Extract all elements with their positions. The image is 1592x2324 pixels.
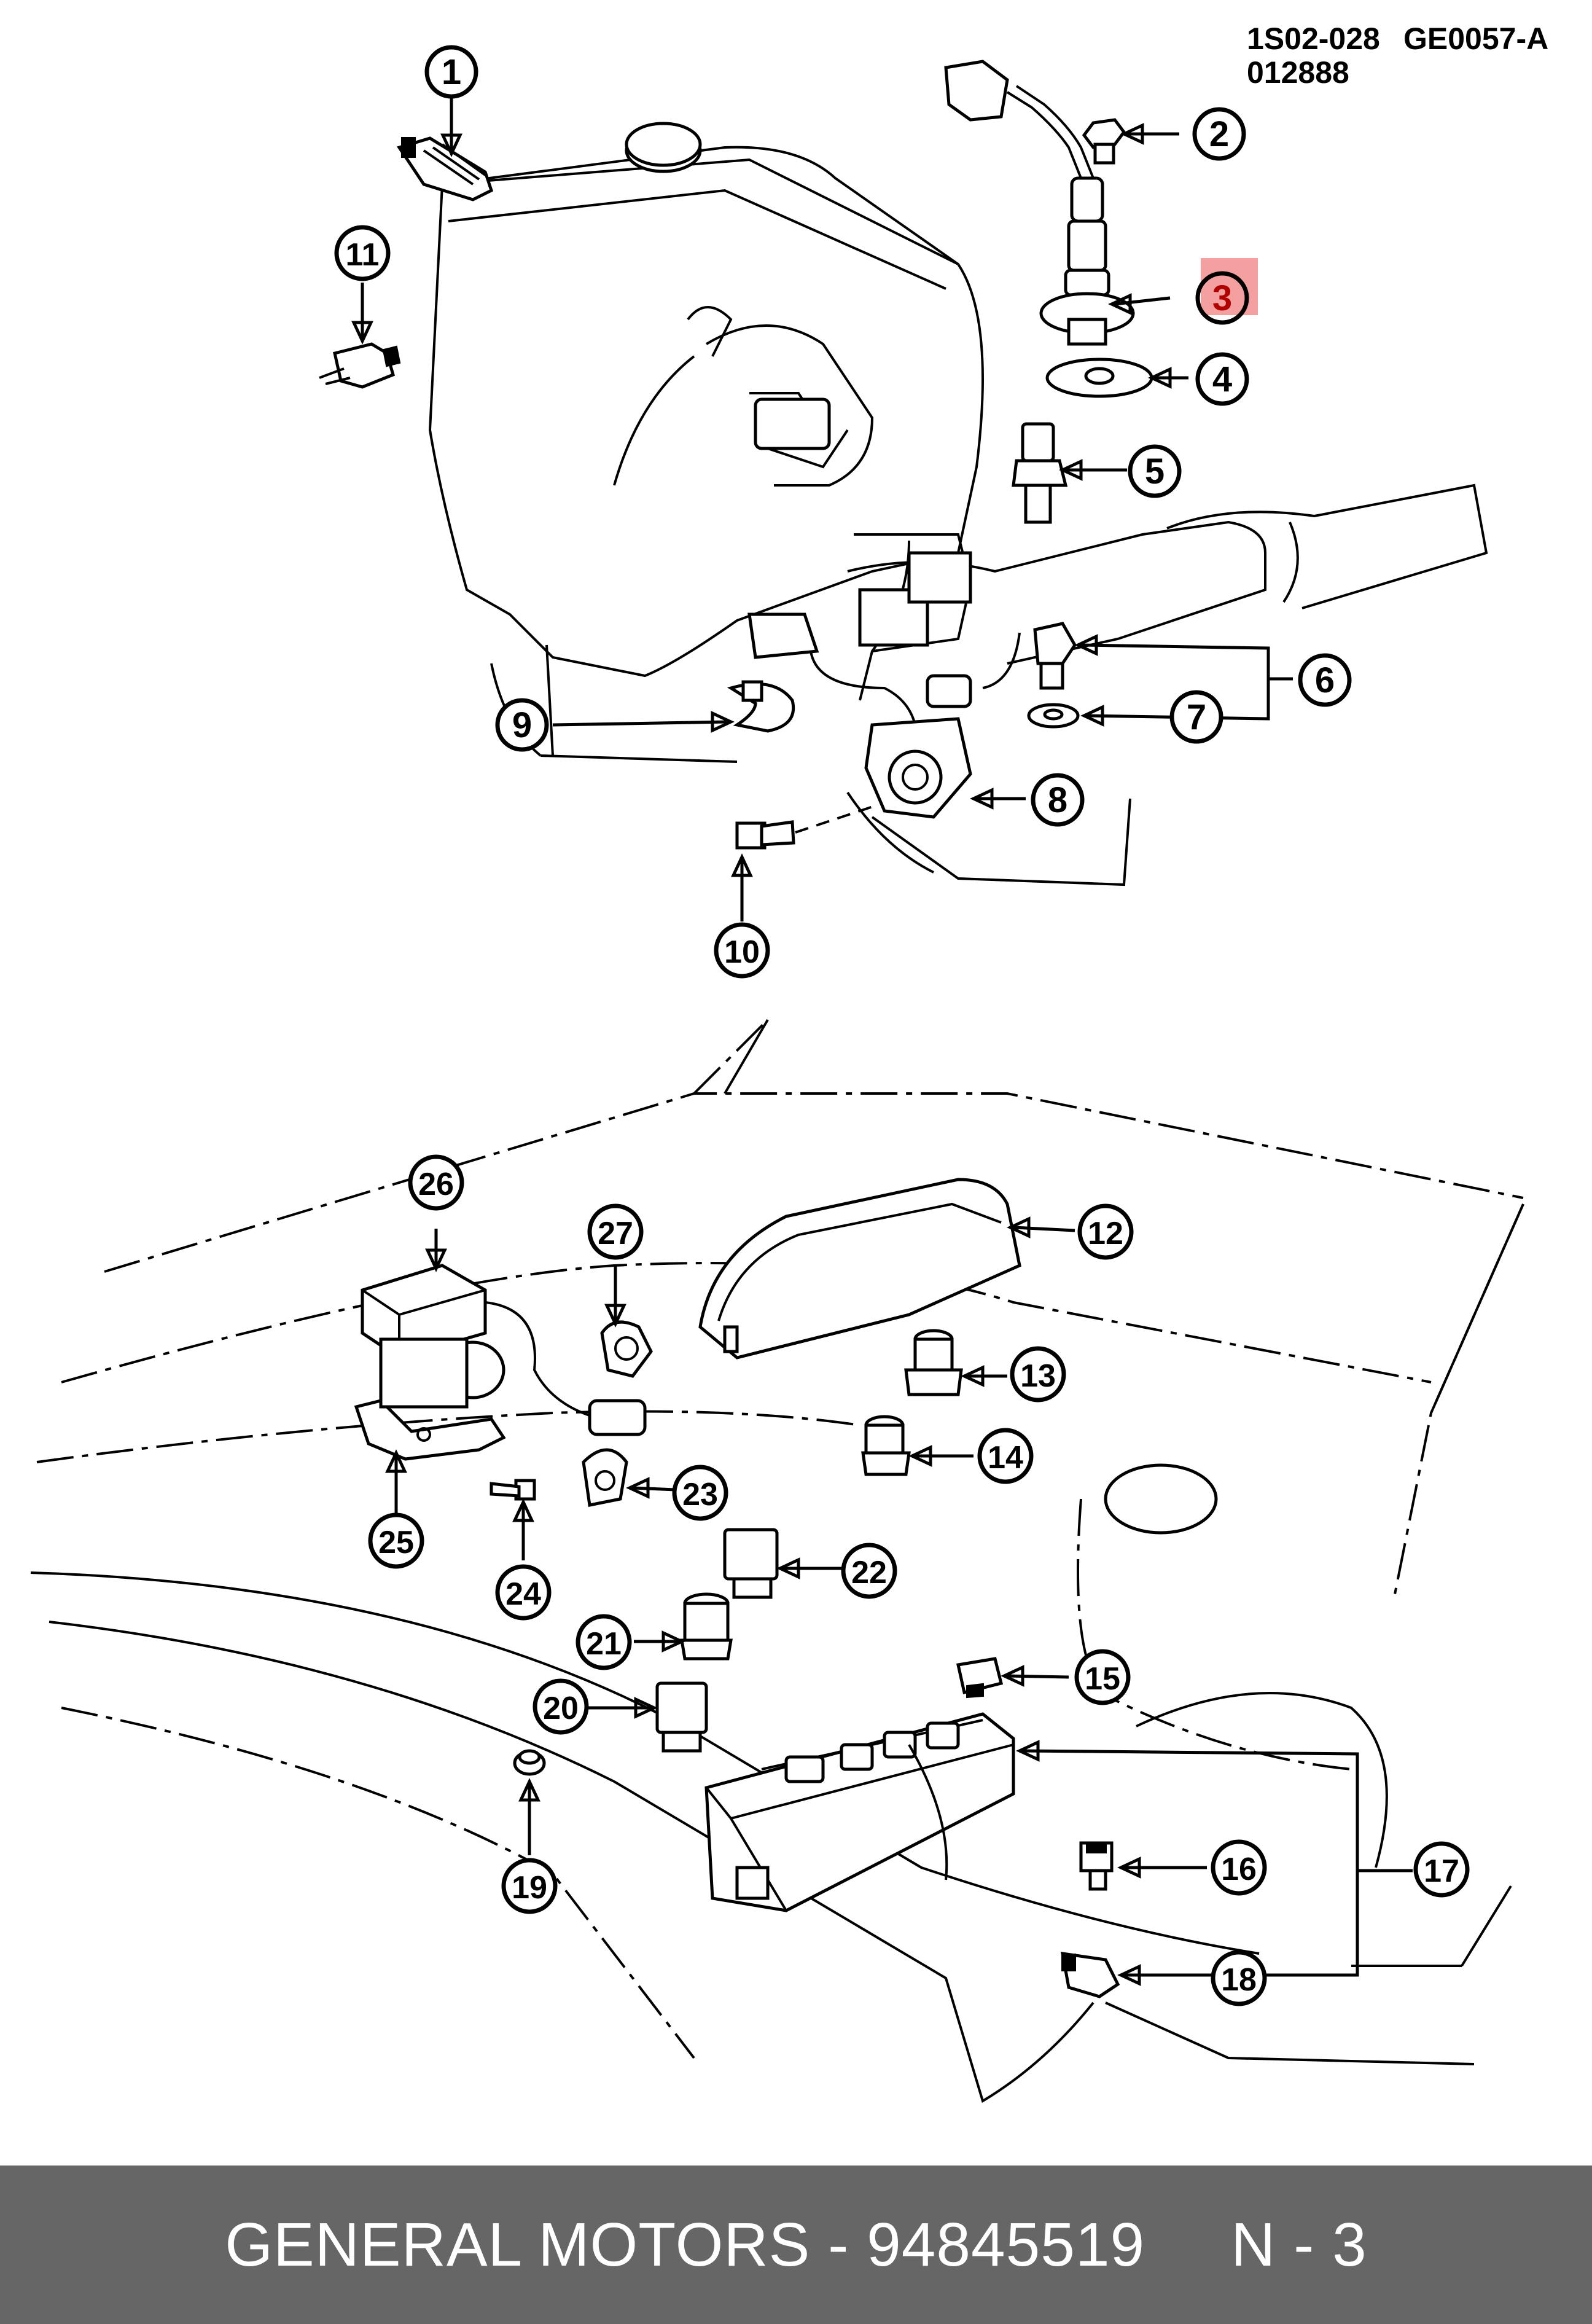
svg-text:21: 21 bbox=[586, 1626, 622, 1662]
part-21-relay bbox=[680, 1592, 733, 1661]
svg-text:6: 6 bbox=[1315, 660, 1335, 700]
part-8-sensor bbox=[747, 612, 1021, 819]
svg-text:22: 22 bbox=[851, 1555, 887, 1590]
svg-text:11: 11 bbox=[346, 237, 380, 273]
callout-19[interactable]: 19 bbox=[501, 1858, 558, 1914]
svg-text:2: 2 bbox=[1209, 114, 1229, 154]
callout-1[interactable]: 1 bbox=[424, 45, 478, 99]
svg-text:17: 17 bbox=[1424, 1853, 1459, 1889]
callout-15[interactable]: 15 bbox=[1074, 1649, 1131, 1705]
part-15-fuse bbox=[956, 1657, 1004, 1699]
part-10-bolt bbox=[735, 804, 879, 850]
svg-text:16: 16 bbox=[1221, 1852, 1257, 1887]
part-18-fuse bbox=[1060, 1952, 1120, 1998]
part-6-switch bbox=[1033, 622, 1077, 690]
callout-5[interactable]: 5 bbox=[1128, 444, 1182, 498]
svg-text:5: 5 bbox=[1145, 452, 1165, 491]
callout-7[interactable]: 7 bbox=[1169, 690, 1223, 744]
svg-text:19: 19 bbox=[512, 1870, 547, 1906]
callout-9[interactable]: 9 bbox=[495, 698, 549, 752]
svg-text:4: 4 bbox=[1212, 359, 1232, 399]
callout-18[interactable]: 18 bbox=[1211, 1950, 1267, 2006]
callout-2[interactable]: 2 bbox=[1192, 107, 1246, 161]
part-5-plug bbox=[1012, 422, 1068, 524]
callout-13[interactable]: 13 bbox=[1010, 1346, 1066, 1403]
ref-code-3: 012888 bbox=[1247, 55, 1349, 90]
callout-25[interactable]: 25 bbox=[368, 1512, 424, 1569]
svg-text:3: 3 bbox=[1212, 278, 1232, 318]
callout-11[interactable]: 11 bbox=[334, 225, 391, 281]
part-1-sensor bbox=[397, 136, 494, 201]
part-3-oxygen-sensor bbox=[944, 60, 1135, 346]
svg-text:15: 15 bbox=[1085, 1661, 1120, 1697]
part-16-fuse bbox=[1079, 1841, 1114, 1891]
callout-22[interactable]: 22 bbox=[841, 1543, 897, 1599]
parts-diagram: 1S02-028 GE0057-A 012888 bbox=[30, 22, 1548, 2103]
part-2-nut bbox=[1082, 118, 1126, 165]
svg-text:25: 25 bbox=[378, 1525, 414, 1560]
svg-text:10: 10 bbox=[724, 934, 760, 970]
footer-brand-part-number: GENERAL MOTORS - 94845519 bbox=[225, 2210, 1145, 2279]
callout-26[interactable]: 26 bbox=[408, 1154, 464, 1211]
exploded-view-drawing: 1S02-028 GE0057-A 012888 bbox=[30, 22, 1548, 2103]
callout-6[interactable]: 6 bbox=[1298, 653, 1352, 707]
callout-16[interactable]: 16 bbox=[1211, 1839, 1267, 1896]
callout-20[interactable]: 20 bbox=[533, 1678, 589, 1735]
part-22-relay bbox=[723, 1528, 779, 1599]
callout-21[interactable]: 21 bbox=[576, 1614, 632, 1670]
part-7-washer bbox=[1027, 703, 1080, 729]
svg-text:7: 7 bbox=[1187, 697, 1206, 737]
part-26-actuator bbox=[361, 1264, 647, 1436]
svg-text:1: 1 bbox=[442, 52, 461, 92]
part-17-relay-block bbox=[704, 1712, 1015, 1912]
callout-23[interactable]: 23 bbox=[672, 1465, 728, 1521]
footer-page-number: N - 3 bbox=[1231, 2210, 1367, 2279]
part-27-clip bbox=[600, 1320, 653, 1378]
part-23-clamp bbox=[582, 1448, 628, 1507]
callout-24[interactable]: 24 bbox=[495, 1564, 552, 1621]
svg-text:26: 26 bbox=[418, 1167, 454, 1202]
svg-text:24: 24 bbox=[505, 1576, 541, 1612]
part-20-relay bbox=[655, 1681, 708, 1753]
part-9-clip bbox=[727, 680, 795, 733]
svg-text:12: 12 bbox=[1088, 1216, 1123, 1251]
part-25-bracket bbox=[354, 1399, 506, 1461]
svg-text:23: 23 bbox=[682, 1477, 718, 1512]
callout-8[interactable]: 8 bbox=[1031, 773, 1085, 827]
svg-text:8: 8 bbox=[1048, 780, 1067, 820]
compartment-drawing bbox=[30, 1019, 1524, 2103]
highlight-marker bbox=[1201, 258, 1258, 315]
part-14-relay bbox=[861, 1415, 911, 1476]
callout-10[interactable]: 10 bbox=[714, 922, 770, 979]
ref-code-1: 1S02-028 bbox=[1247, 22, 1380, 56]
callout-17[interactable]: 17 bbox=[1413, 1841, 1470, 1898]
part-24-bolt bbox=[490, 1479, 536, 1501]
svg-text:14: 14 bbox=[988, 1440, 1023, 1476]
callout-12[interactable]: 12 bbox=[1077, 1203, 1134, 1260]
part-12-relay-box-cover bbox=[698, 1178, 1021, 1360]
part-4-gasket bbox=[1045, 358, 1153, 398]
svg-text:27: 27 bbox=[598, 1216, 633, 1251]
part-13-relay bbox=[904, 1329, 963, 1396]
ref-code-2: GE0057-A bbox=[1403, 22, 1548, 56]
callout-4[interactable]: 4 bbox=[1195, 352, 1249, 406]
svg-text:9: 9 bbox=[512, 705, 532, 745]
svg-text:18: 18 bbox=[1221, 1962, 1257, 1998]
part-19-grommet bbox=[513, 1749, 546, 1776]
engine-block-drawing bbox=[428, 122, 1488, 886]
callout-3[interactable]: 3 bbox=[1195, 271, 1249, 325]
part-11-switch bbox=[319, 342, 401, 389]
svg-text:13: 13 bbox=[1020, 1358, 1056, 1394]
callout-14[interactable]: 14 bbox=[977, 1428, 1034, 1484]
footer-banner: GENERAL MOTORS - 94845519 N - 3 bbox=[0, 2166, 1592, 2324]
callout-27[interactable]: 27 bbox=[587, 1203, 644, 1260]
svg-text:20: 20 bbox=[543, 1691, 579, 1726]
